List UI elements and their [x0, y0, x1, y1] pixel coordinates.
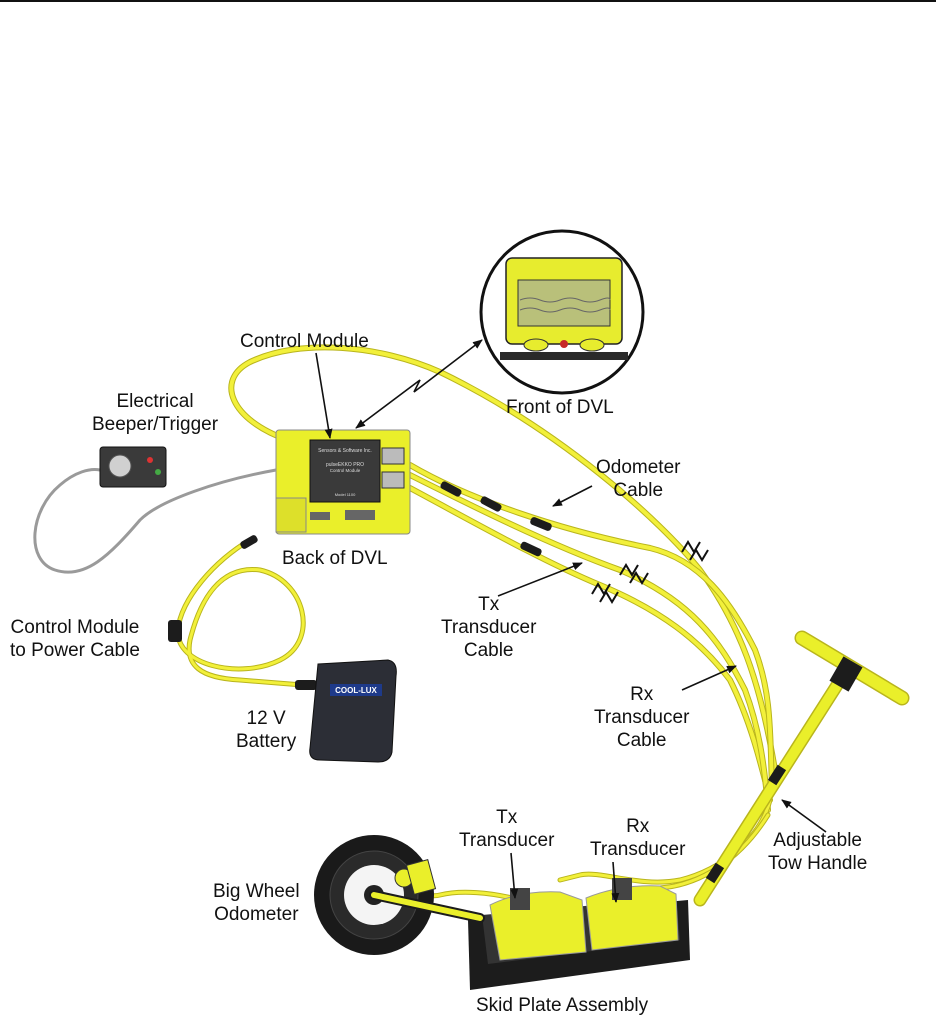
label-adjustable-tow-handle: Adjustable Tow Handle	[768, 830, 868, 874]
arrow-rx-transducer	[611, 861, 620, 903]
top-rule	[0, 0, 936, 2]
label-big-wheel-odometer: Big Wheel Odometer	[213, 881, 300, 925]
arrow-rx-cable	[681, 665, 737, 691]
device-brand-text: Sensors & Software Inc.	[318, 448, 372, 454]
tow-handle-icon	[693, 630, 910, 907]
label-electrical-beeper: Electrical Beeper/Trigger	[92, 391, 219, 435]
label-control-module-power: Control Module to Power Cable	[10, 617, 140, 661]
cable-connectors	[168, 481, 552, 690]
device-front-icon	[479, 229, 645, 395]
arrow-control-module	[315, 352, 333, 439]
device-product-text: pulseEKKO PRO	[326, 462, 364, 468]
label-battery: 12 V Battery	[236, 708, 297, 752]
zigzag-link-icon	[355, 339, 483, 429]
device-subtitle-text: Control Module	[330, 468, 361, 473]
label-rx-transducer-cable: Rx Transducer Cable	[594, 684, 690, 751]
beeper-trigger-icon	[99, 446, 167, 488]
arrow-tx-transducer	[510, 852, 519, 899]
label-control-module: Control Module	[240, 331, 369, 352]
label-rx-transducer: Rx Transducer	[590, 816, 686, 860]
label-tx-transducer-cable: Tx Transducer Cable	[441, 594, 537, 661]
trigger-cable	[33, 468, 277, 574]
label-back-of-dvl: Back of DVL	[282, 548, 388, 569]
device-model-text: Model 1100	[335, 492, 356, 497]
arrow-tx-cable	[497, 562, 583, 597]
label-odometer-cable: Odometer Cable	[596, 457, 681, 501]
device-back-icon: Sensors & Software Inc. pulseEKKO PRO Co…	[275, 429, 411, 535]
battery-brand-text: COOL-LUX	[335, 686, 377, 695]
label-skid-plate-assembly: Skid Plate Assembly	[476, 995, 649, 1016]
skid-plate-icon	[468, 878, 690, 990]
cable-break-marks	[591, 540, 709, 604]
label-tx-transducer: Tx Transducer	[459, 807, 555, 851]
battery-pack-icon: COOL-LUX	[309, 659, 397, 763]
arrow-odometer-cable	[552, 485, 593, 507]
wheel-icon	[314, 835, 485, 955]
label-front-of-dvl: Front of DVL	[506, 397, 614, 418]
arrow-tow-handle	[781, 799, 827, 833]
callout-arrows	[315, 352, 827, 903]
